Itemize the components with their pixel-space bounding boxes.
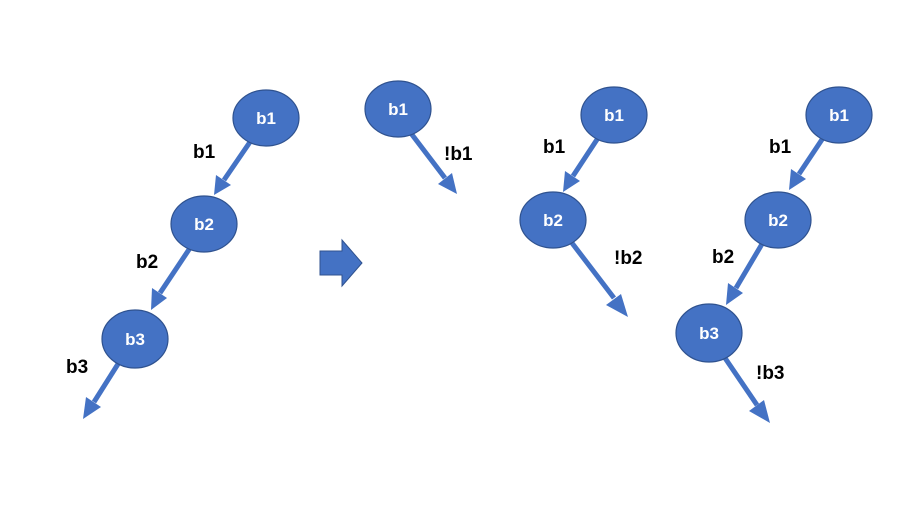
edge-d4-e3: !b3	[722, 356, 785, 423]
node-d1-n3: b3	[101, 309, 169, 369]
node-label: b3	[125, 330, 145, 349]
node-d3-n1: b1	[580, 86, 648, 144]
node-label: b2	[543, 211, 563, 230]
node-circle	[232, 89, 300, 147]
edge-d1-e1: b1	[193, 140, 253, 195]
edge-label: b2	[136, 252, 158, 273]
edge-line	[796, 136, 826, 176]
node-d4-n1: b1	[805, 86, 873, 144]
edge-label: !b3	[756, 363, 785, 384]
edge-d3-e2: !b2	[570, 241, 643, 317]
node-d1-n2: b2	[170, 195, 238, 253]
node-label: b2	[768, 211, 788, 230]
node-label: b1	[829, 106, 849, 125]
edge-label: !b1	[444, 144, 473, 165]
node-d3-n2: b2	[519, 191, 587, 249]
edge-line	[570, 241, 616, 300]
edge-line	[91, 362, 121, 404]
edge-d4-e2: b2	[712, 242, 765, 305]
node-circle	[744, 191, 812, 249]
diagram-negated-b3: b1 b2 !b3 b1 b2 b3	[675, 86, 873, 423]
edge-line	[408, 130, 447, 180]
node-circle	[675, 303, 743, 363]
edge-d4-e1: b1	[769, 136, 826, 190]
node-d2-n1: b1	[364, 80, 432, 138]
right-arrow-icon	[319, 238, 363, 288]
node-label: b2	[194, 215, 214, 234]
arrow-head	[151, 288, 167, 310]
edge-line	[733, 242, 765, 290]
arrow-head	[438, 173, 457, 194]
node-d1-n1: b1	[232, 89, 300, 147]
edge-label: b1	[769, 137, 792, 158]
node-circle	[170, 195, 238, 253]
diagram-negated-b2: b1 !b2 b1 b2	[519, 86, 648, 317]
node-label: b1	[604, 106, 624, 125]
edge-label: !b2	[614, 248, 643, 269]
node-circle	[580, 86, 648, 144]
node-label: b1	[256, 109, 276, 128]
arrow-head	[214, 175, 231, 195]
arrow-head	[726, 283, 743, 305]
node-circle	[101, 309, 169, 369]
arrow-head	[83, 397, 101, 419]
arrow-head	[749, 400, 770, 423]
node-circle	[805, 86, 873, 144]
edge-label: b1	[543, 137, 566, 158]
arrow-head	[606, 294, 628, 317]
edge-line	[157, 246, 193, 295]
node-circle	[519, 191, 587, 249]
edge-label: b2	[712, 247, 734, 268]
arrow-head	[789, 169, 806, 190]
edge-d3-e1: b1	[543, 136, 601, 192]
edge-d1-e2: b2	[136, 246, 193, 310]
edge-label: b1	[193, 142, 216, 163]
node-d4-n3: b3	[675, 303, 743, 363]
node-label: b1	[388, 100, 408, 119]
diagram-negated-b1: !b1 b1	[364, 80, 473, 194]
edge-line	[570, 136, 601, 178]
edge-line	[221, 140, 253, 182]
node-label: b3	[699, 324, 719, 343]
diagram-original-path: b1 b2 b3 b1 b2 b3	[66, 89, 300, 419]
node-circle	[364, 80, 432, 138]
edge-label: b3	[66, 357, 88, 378]
edge-line	[722, 356, 760, 407]
edge-d1-e3: b3	[66, 357, 121, 419]
node-d4-n2: b2	[744, 191, 812, 249]
edge-d2-e1: !b1	[408, 130, 473, 194]
arrow-head	[563, 171, 580, 192]
